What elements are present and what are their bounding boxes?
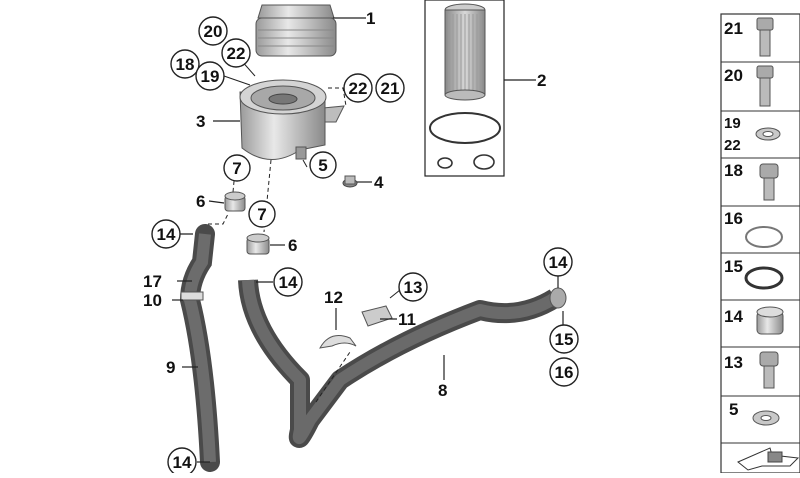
svg-text:11: 11 [398,310,416,329]
callout-6b: 6 [288,236,297,255]
callout-2: 2 [537,71,546,90]
svg-text:10: 10 [143,291,162,310]
svg-text:7: 7 [257,205,266,224]
legend-row-5: 5 [721,400,800,444]
svg-text:9: 9 [166,358,175,377]
legend-row-13: 13 [721,351,800,397]
union-fitting-b [246,233,270,255]
svg-text:17: 17 [143,272,162,291]
plug-part [342,175,358,188]
svg-text:14: 14 [157,225,176,244]
legend-row-21: 21 [721,17,800,63]
svg-text:2: 2 [537,71,546,90]
svg-text:16: 16 [555,363,574,382]
svg-text:6: 6 [196,192,205,211]
svg-text:19: 19 [201,67,220,86]
callout-7a: 7 [223,154,251,182]
callout-9: 9 [166,358,175,377]
callout-16: 16 [549,357,579,387]
svg-text:1: 1 [366,9,375,28]
callout-4: 4 [374,173,384,192]
svg-text:5: 5 [318,156,327,175]
hose-8 [238,279,567,448]
svg-text:20: 20 [204,22,223,41]
callout-14b: 14 [273,267,303,297]
callout-12: 12 [324,288,343,307]
svg-text:12: 12 [324,288,343,307]
hose-9 [179,224,220,472]
callout-15: 15 [549,324,579,354]
callout-20: 20 [198,16,228,46]
callout-17: 17 [143,272,162,291]
callout-18: 18 [170,49,200,79]
legend-row-19-22: 19 22 [721,115,800,159]
svg-text:18: 18 [724,161,743,180]
callout-1: 1 [366,9,375,28]
callout-14d: 14 [543,247,573,277]
svg-text:7: 7 [232,159,241,178]
svg-text:5: 5 [729,400,738,419]
callout-22b: 22 [343,73,373,103]
oil-filter-cap [255,4,337,57]
svg-text:14: 14 [724,307,743,326]
callout-22a: 22 [221,38,251,68]
svg-text:3: 3 [196,112,205,131]
callout-3: 3 [196,112,205,131]
svg-text:8: 8 [438,381,447,400]
svg-text:6: 6 [288,236,297,255]
svg-text:19: 19 [724,115,741,132]
legend-row-20: 20 [721,65,800,112]
clamp-12 [319,335,357,349]
legend-nav-arrow[interactable] [737,447,800,471]
svg-text:22: 22 [227,44,246,63]
callout-7b: 7 [248,200,276,228]
callout-11: 11 [398,310,416,329]
callout-14c: 14 [167,447,197,477]
svg-text:18: 18 [176,55,195,74]
svg-text:20: 20 [724,66,743,85]
svg-text:21: 21 [724,19,743,38]
filter-element-box [424,0,505,177]
legend-row-15: 15 [721,257,800,301]
callout-21: 21 [375,73,405,103]
union-fitting-a [224,191,246,212]
callout-6a: 6 [196,192,205,211]
svg-text:14: 14 [173,453,192,472]
legend-row-18: 18 [721,161,800,207]
svg-text:21: 21 [381,79,400,98]
svg-text:15: 15 [555,330,574,349]
bracket-11 [361,305,393,327]
callout-14a: 14 [151,219,181,249]
callout-10: 10 [143,291,162,310]
legend-row-14: 14 [721,306,800,348]
svg-text:13: 13 [724,353,743,372]
oil-filter-housing [239,79,345,160]
svg-text:22: 22 [724,137,741,154]
callout-13: 13 [398,272,428,302]
callout-5: 5 [309,151,337,179]
svg-text:22: 22 [349,79,368,98]
callout-19: 19 [195,61,225,91]
legend-row-16: 16 [721,209,800,254]
svg-text:13: 13 [404,278,423,297]
svg-text:4: 4 [374,173,384,192]
svg-text:14: 14 [279,273,298,292]
svg-text:14: 14 [549,253,568,272]
parts-legend: 21 20 19 22 18 16 [720,13,800,474]
svg-text:15: 15 [724,257,743,276]
svg-text:16: 16 [724,209,743,228]
callout-8: 8 [438,381,447,400]
